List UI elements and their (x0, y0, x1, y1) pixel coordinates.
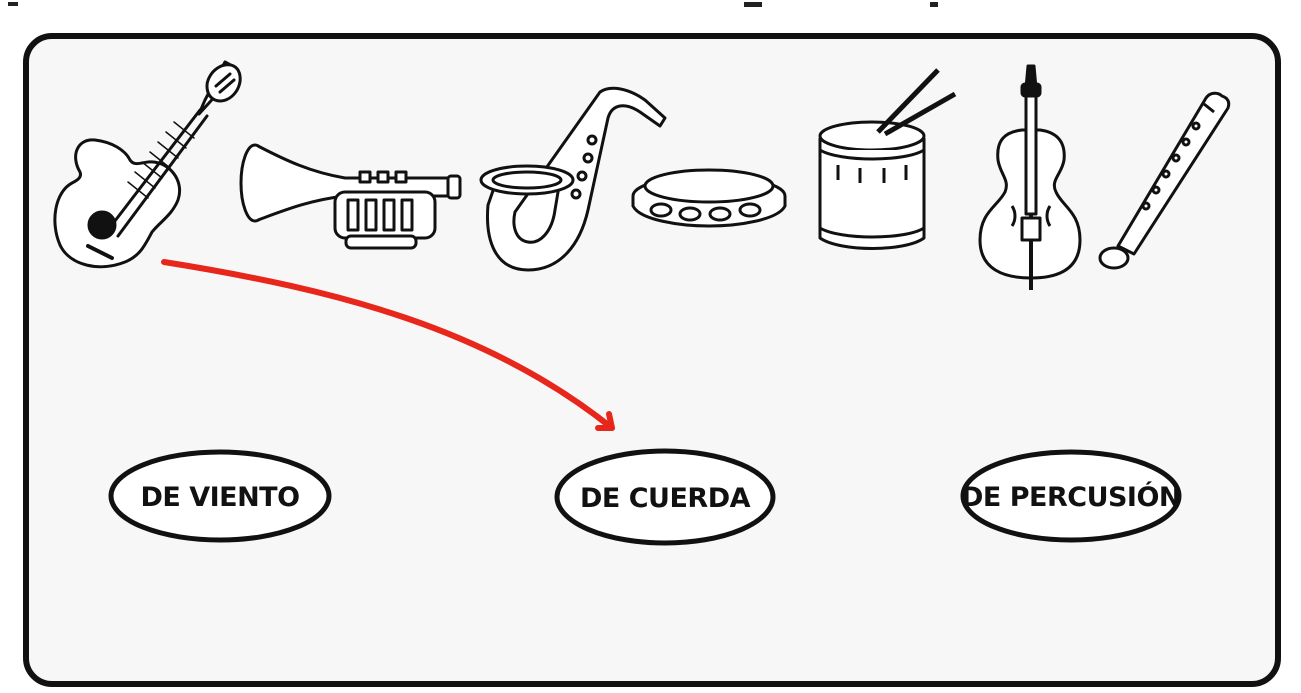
category-de-percusion[interactable]: DE PERCUSIÓN (961, 452, 1181, 540)
category-de-cuerda[interactable]: DE CUERDA (557, 451, 773, 543)
category-label: DE VIENTO (140, 482, 299, 513)
category-label: DE PERCUSIÓN (961, 481, 1181, 513)
cropped-header-fragments (8, 2, 938, 7)
tambourine-icon[interactable] (633, 170, 785, 226)
diagram-frame (26, 36, 1278, 684)
category-label: DE CUERDA (580, 483, 751, 514)
category-de-viento[interactable]: DE VIENTO (111, 452, 329, 540)
